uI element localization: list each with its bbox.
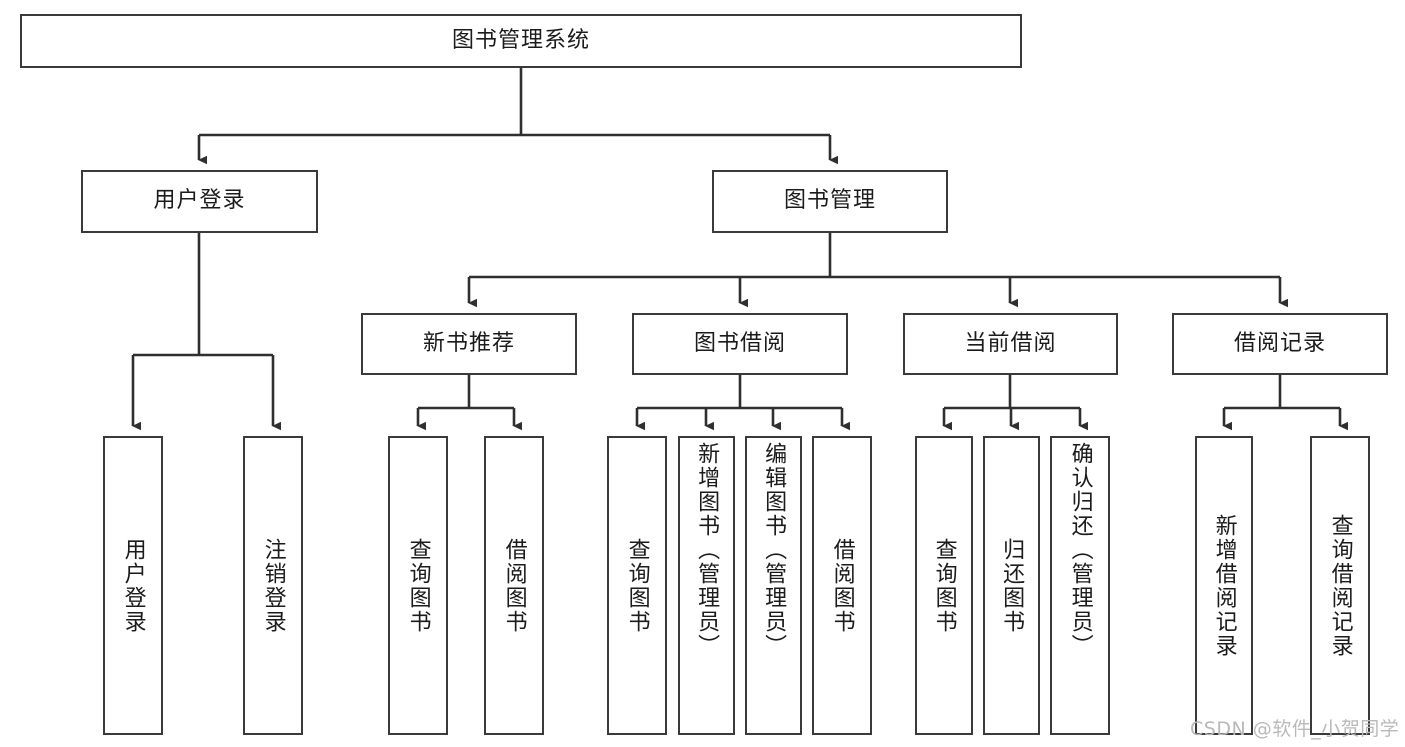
node-label: 图书管理系统: [451, 27, 590, 53]
node-label: 用户登录: [153, 188, 246, 214]
node-label: 归还图书: [999, 537, 1025, 634]
node-new-book-recommend[interactable]: 新书推荐: [361, 313, 577, 375]
node-label: 查询图书: [405, 537, 431, 634]
node-leaf-query-book-1[interactable]: 查询图书: [388, 436, 448, 735]
node-leaf-logout-login[interactable]: 注销登录: [243, 436, 303, 735]
node-book-borrow[interactable]: 图书借阅: [632, 313, 848, 375]
node-label: 查询图书: [624, 537, 650, 634]
node-book-management[interactable]: 图书管理: [712, 170, 948, 233]
node-label: 图书借阅: [693, 330, 786, 356]
node-label: 借阅记录: [1233, 330, 1326, 356]
node-leaf-user-login[interactable]: 用户登录: [103, 436, 163, 735]
node-leaf-return-book[interactable]: 归还图书: [983, 436, 1040, 735]
node-label: 借阅图书: [501, 537, 527, 634]
node-leaf-confirm-return-admin[interactable]: 确认归还（管理员）: [1050, 436, 1110, 735]
node-book-management-system[interactable]: 图书管理系统: [20, 14, 1022, 68]
node-leaf-query-borrow-record[interactable]: 查询借阅记录: [1310, 436, 1370, 735]
node-label: 新增图书（管理员）: [694, 442, 720, 658]
node-label: 查询借阅记录: [1327, 513, 1353, 658]
node-leaf-borrow-book-1[interactable]: 借阅图书: [484, 436, 544, 735]
node-label: 确认归还（管理员）: [1067, 442, 1093, 658]
node-label: 图书管理: [783, 188, 876, 214]
node-borrow-record[interactable]: 借阅记录: [1172, 313, 1388, 375]
node-label: 新增借阅记录: [1211, 513, 1237, 658]
node-label: 用户登录: [120, 537, 146, 634]
watermark-text: CSDN @软件_小贺同学: [1190, 718, 1400, 740]
node-label: 借阅图书: [829, 537, 855, 634]
node-label: 新书推荐: [422, 330, 515, 356]
node-leaf-query-book-3[interactable]: 查询图书: [915, 436, 973, 735]
node-label: 编辑图书（管理员）: [761, 442, 787, 658]
node-leaf-add-borrow-record[interactable]: 新增借阅记录: [1195, 436, 1253, 735]
node-label: 查询图书: [931, 537, 957, 634]
node-leaf-edit-book-admin[interactable]: 编辑图书（管理员）: [745, 436, 802, 735]
node-user-login[interactable]: 用户登录: [81, 170, 318, 233]
node-leaf-borrow-book-2[interactable]: 借阅图书: [812, 436, 872, 735]
node-label: 注销登录: [260, 537, 286, 634]
node-current-borrow[interactable]: 当前借阅: [903, 313, 1118, 375]
node-label: 当前借阅: [964, 330, 1057, 356]
node-leaf-query-book-2[interactable]: 查询图书: [607, 436, 667, 735]
node-leaf-add-book-admin[interactable]: 新增图书（管理员）: [678, 436, 735, 735]
